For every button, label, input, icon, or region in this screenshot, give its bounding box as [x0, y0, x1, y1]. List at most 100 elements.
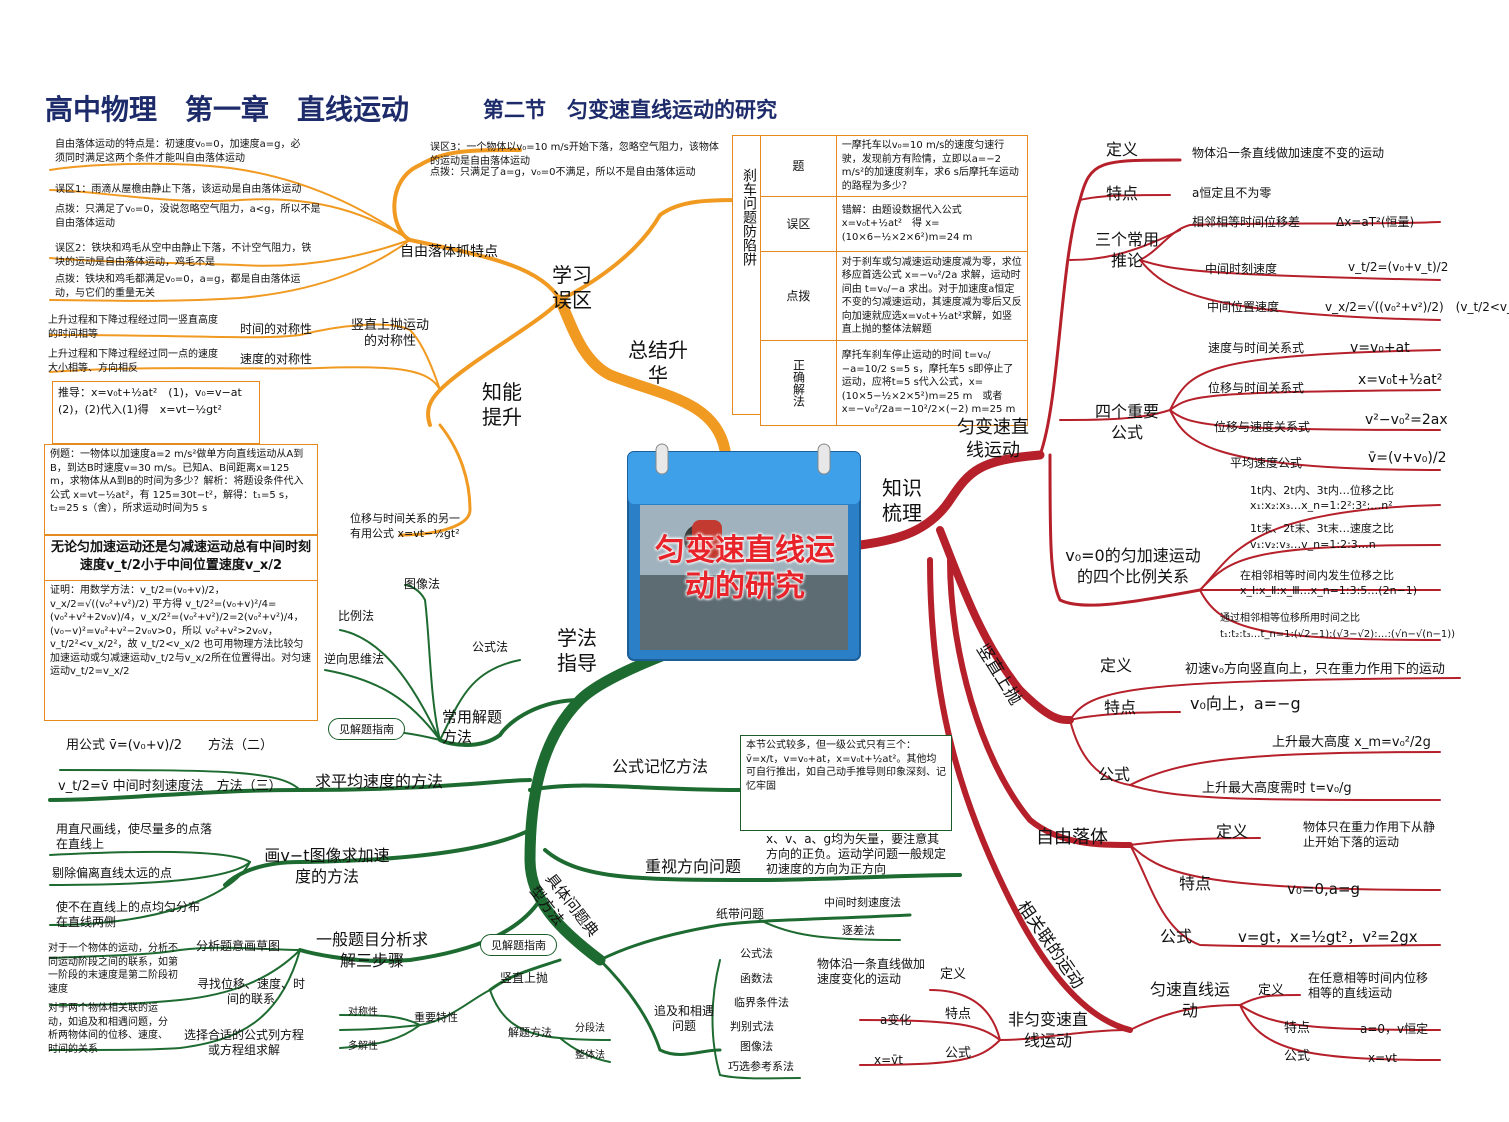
mid-speed-box: 无论匀加速运动还是匀减速运动总有中间时刻速度v_t/2小于中间位置速度v_x/2	[44, 535, 318, 581]
trap-key: 正确解法	[760, 340, 837, 426]
method-image: 图像法	[404, 577, 441, 591]
freefall-formula-label: 公式	[1160, 927, 1193, 946]
orange-root: 总结升华	[628, 338, 688, 387]
freefall-def-label: 定义	[1216, 822, 1249, 841]
const-formula-text: x=vt	[1368, 1051, 1397, 1065]
ratio-formula-4: t₁:t₂:t₃…t_n=1:(√2−1):(√3−√2):…:(√n−√(n−…	[1220, 629, 1456, 640]
direction-node: 重视方向问题	[645, 857, 742, 876]
method-reverse: 逆向思维法	[324, 652, 385, 666]
nonuni-feat-label: 特点	[945, 1007, 972, 1022]
speed-sym-node: 速度的对称性	[240, 352, 313, 366]
vertical-feat-label: 特点	[1104, 698, 1137, 717]
note-mistake-3: 误区3：一个物体以v₀=10 m/s开始下落，忽略空气阻力，该物体的运动是自由落…	[430, 142, 719, 167]
const-formula-label: 公式	[1284, 1049, 1311, 1064]
trap-key: 题	[760, 135, 837, 197]
section-title: 第二节 匀变速直线运动的研究	[483, 98, 777, 122]
direction-text: x、v、a、g均为矢量，要注意其方向的正负。运动学问题一般规定初速度的方向为正方…	[766, 832, 947, 876]
guide-pill[interactable]: 见解题指南	[328, 718, 405, 740]
const-feat-label: 特点	[1284, 1021, 1311, 1036]
trap-row: 误区错解：由题设数据代入公式 x=v₀t+½at² 得 x=(10×6−½×2×…	[760, 196, 1029, 252]
four-node: 四个重要公式	[1094, 402, 1159, 442]
trap-key: 点拨	[760, 251, 837, 341]
trap-key: 误区	[760, 196, 837, 252]
center-title: 匀变速直线运动的研究	[655, 533, 835, 604]
learn-node: 学习误区	[552, 263, 592, 312]
vt-graph-node: 画v−t图像求加速度的方法	[264, 846, 390, 886]
feature-symmetry: 对称性	[348, 1007, 378, 1018]
tape-node: 纸带问题	[716, 907, 765, 921]
vertical-formula-label: 公式	[1098, 765, 1131, 784]
vt-step-2: 剔除偏离直线太远的点	[52, 866, 173, 880]
trap-value: 对于刹车或匀减速运动速度减为零，求位移应首选公式 x=−v₀²/2a 求解，运动…	[835, 251, 1029, 341]
four-item-2: 位移与时间关系式	[1208, 381, 1305, 395]
chase-method-2: 函数法	[740, 972, 773, 985]
tape-method-2: 逐差法	[842, 924, 875, 937]
note-mistake-2: 误区2：铁块和鸡毛从空中由静止下落，不计空气阻力，铁块的运动是自由落体运动，鸡毛…	[55, 243, 312, 268]
vertical-formula-1: 上升最大高度 x_m=v₀²/2g	[1272, 735, 1431, 750]
three-formula-3: v_x/2=√((v₀²+v²)/2) (v_t/2<v_x/2)	[1325, 300, 1509, 314]
trap-value: 错解：由题设数据代入公式 x=v₀t+½at² 得 x=(10×6−½×2×6²…	[835, 196, 1029, 252]
general-note-1: 对于一个物体的运动，分析不同运动阶段之间的联系，如第一阶段的末速度是第二阶段初速…	[48, 943, 178, 995]
chase-method-5: 图像法	[740, 1040, 773, 1053]
trap-row: 正确解法摩托车刹车停止运动的时间 t=v₀/−a=10/2 s=5 s，摩托车5…	[760, 340, 1029, 426]
trap-row: 点拨对于刹车或匀减速运动速度减为零，求位移应首选公式 x=−v₀²/2a 求解，…	[760, 251, 1029, 341]
method-ratio: 比例法	[338, 609, 375, 623]
chase-node: 追及和相遇问题	[653, 1004, 714, 1033]
method-formula: 公式法	[472, 640, 509, 654]
general-step-2: 寻找位移、速度、时间的联系	[196, 977, 305, 1006]
general-node: 一般题目分析求解三步骤	[315, 930, 428, 970]
four-formula-3: v²−v₀²=2ax	[1365, 412, 1448, 428]
three-node: 三个常用推论	[1094, 230, 1159, 270]
vertical-def-text: 初速v₀方向竖直向上，只在重力作用下的运动	[1185, 662, 1445, 677]
time-sym-node: 时间的对称性	[240, 322, 313, 336]
general-step-3: 选择合适的公式列方程或方程组求解	[184, 1028, 305, 1057]
nonuni-def-text: 物体沿一条直线做加速度变化的运动	[817, 957, 926, 986]
solve-segment: 分段法	[575, 1023, 605, 1034]
ratio-item-3: 在相邻相等时间内发生位移之比	[1240, 569, 1394, 582]
trap-value: 一摩托车以v₀=10 m/s的速度匀速行驶，发现前方有险情，立即以a=−2 m/…	[835, 135, 1029, 197]
four-formula-1: v=v₀+at	[1350, 340, 1410, 356]
four-item-4: 平均速度公式	[1230, 456, 1303, 470]
methods-node: 常用解题方法	[442, 708, 503, 746]
note-tip-1: 点拨：只满足了v₀=0，没说忽略空气阻力，a<g，所以不是自由落体运动	[55, 204, 321, 229]
ratio-formula-2: v₁:v₂:v₃…v_n=1:2:3…n	[1250, 538, 1376, 551]
chase-method-3: 临界条件法	[734, 996, 789, 1009]
vertical-feat-text: v₀向上，a=−g	[1190, 694, 1301, 713]
note-mistake-1: 误区1：雨滴从屋檐由静止下落，该运动是自由落体运动	[55, 184, 302, 195]
note-time-sym: 上升过程和下降过程经过同一竖直高度的时间相等	[48, 315, 218, 340]
freefall-feat-text: v₀=0,a=g	[1287, 880, 1361, 898]
four-formula-4: v̄=(v+v₀)/2	[1368, 450, 1447, 466]
uniform-node: 匀变速直线运动	[957, 417, 1029, 461]
const-def-label: 定义	[1258, 983, 1285, 998]
uniform-def-text: 物体沿一条直线做加速度不变的运动	[1192, 146, 1385, 160]
memory-box: 本节公式较多，但一级公式只有三个：v̄=x/t，v=v₀+at，x=v₀t+½a…	[740, 735, 952, 831]
memory-node: 公式记忆方法	[612, 757, 709, 776]
green-root: 学法指导	[557, 626, 597, 675]
note-free-fall-def: 自由落体运动的特点是：初速度v₀=0，加速度a=g，必须同时满足这两个条件才能叫…	[55, 139, 301, 164]
guide-pill-2[interactable]: 见解题指南	[480, 934, 557, 956]
vt-step-3: 使不在直线上的点均匀分布在直线两侧	[56, 900, 201, 929]
trap-label: 刹车问题防陷阱	[741, 168, 757, 266]
three-item-1: 相邻相等时间位移差	[1192, 215, 1301, 229]
tape-method-1: 中间时刻速度法	[824, 896, 901, 909]
chase-method-1: 公式法	[740, 947, 773, 960]
avg-node: 求平均速度的方法	[315, 772, 444, 791]
general-note-2: 对于两个物体相关联的运动，如追及和相遇问题，分析两物体间的位移、速度、时间的关系	[48, 1003, 168, 1055]
feature-multi: 多解性	[348, 1041, 378, 1052]
solve-node: 解题方法	[508, 1026, 552, 1039]
three-item-3: 中间位置速度	[1207, 300, 1280, 314]
trap-row: 题一摩托车以v₀=10 m/s的速度匀速行驶，发现前方有险情，立即以a=−2 m…	[760, 135, 1029, 197]
note-speed-sym: 上升过程和下降过程经过同一点的速度大小相等、方向相反	[48, 349, 218, 374]
ratio-formula-3: x_Ⅰ:x_Ⅱ:x_Ⅲ…x_n=1:3:5…(2n−1)	[1240, 584, 1418, 597]
nonuni-formula-label: 公式	[945, 1046, 972, 1061]
solve-whole: 整体法	[575, 1050, 605, 1061]
symmetry-node: 竖直上抛运动的对称性	[350, 318, 429, 350]
freefall-node: 自由落体	[1036, 827, 1108, 848]
three-item-2: 中间时刻速度	[1205, 262, 1278, 276]
general-step-1: 分析题意画草图	[196, 939, 281, 953]
chase-method-4: 判别式法	[730, 1020, 774, 1033]
freefall-feat-label: 特点	[1179, 874, 1212, 893]
free-fall-node: 自由落体抓特点	[400, 244, 498, 260]
const-def-text: 在任意相等时间内位移相等的直线运动	[1308, 971, 1429, 1000]
